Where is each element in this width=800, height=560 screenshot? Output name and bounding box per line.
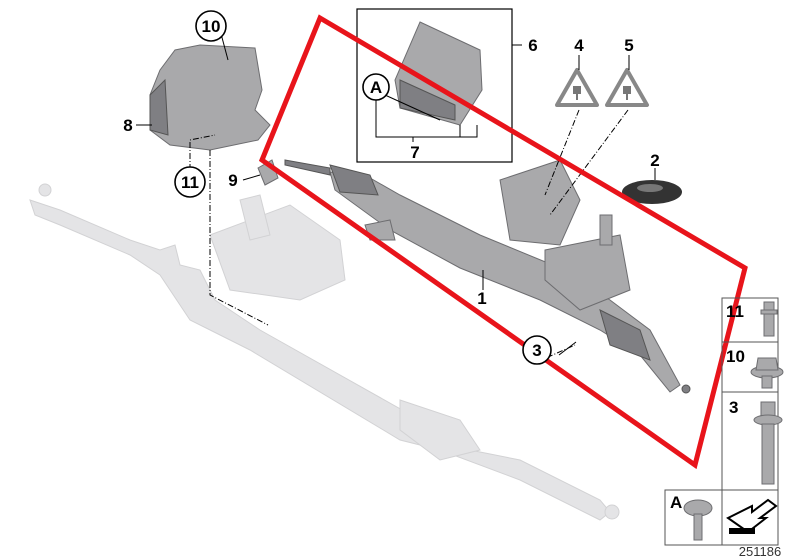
bolt-10-icon: [750, 357, 784, 389]
diagram-number: 251186: [739, 544, 781, 559]
callout-circle: [174, 166, 206, 198]
legend-label-11: 11: [726, 302, 744, 321]
label-4: 4: [574, 36, 584, 55]
label-A: A: [370, 78, 382, 97]
control-unit-box: [356, 8, 513, 163]
direction-arrow-icon: [726, 498, 778, 534]
label-11: 11: [181, 173, 199, 192]
legend-label-3: 3: [729, 398, 738, 417]
highlight-frame: [258, 14, 748, 470]
label-2: 2: [650, 151, 659, 170]
label-3: 3: [532, 341, 541, 360]
control-unit-part: [394, 21, 483, 126]
callout-circle: [195, 10, 227, 42]
label-8: 8: [123, 116, 132, 135]
screw-A-icon: [683, 499, 713, 541]
legend-label-10: 10: [726, 347, 745, 366]
grommet-hole: [637, 184, 663, 192]
label-5: 5: [624, 36, 633, 55]
heat-shield-part: [149, 44, 271, 151]
label-7: 7: [410, 143, 419, 162]
label-6: 6: [528, 36, 537, 55]
bolt-11-icon: [760, 301, 778, 337]
grommet-part: [622, 180, 682, 204]
callout-circle: [522, 335, 552, 365]
bolt-3-icon: [753, 401, 783, 485]
legend-label-A: A: [670, 493, 682, 512]
callout-circle: [362, 73, 390, 101]
fastener-legend: 11 10 3 A: [664, 297, 784, 546]
plug-warning-icon: [555, 68, 599, 107]
plug-warning-icon: [605, 68, 649, 107]
label-10: 10: [202, 17, 221, 36]
label-9: 9: [228, 171, 237, 190]
label-1: 1: [477, 289, 486, 308]
ghost-steering-rack: [29, 183, 620, 521]
